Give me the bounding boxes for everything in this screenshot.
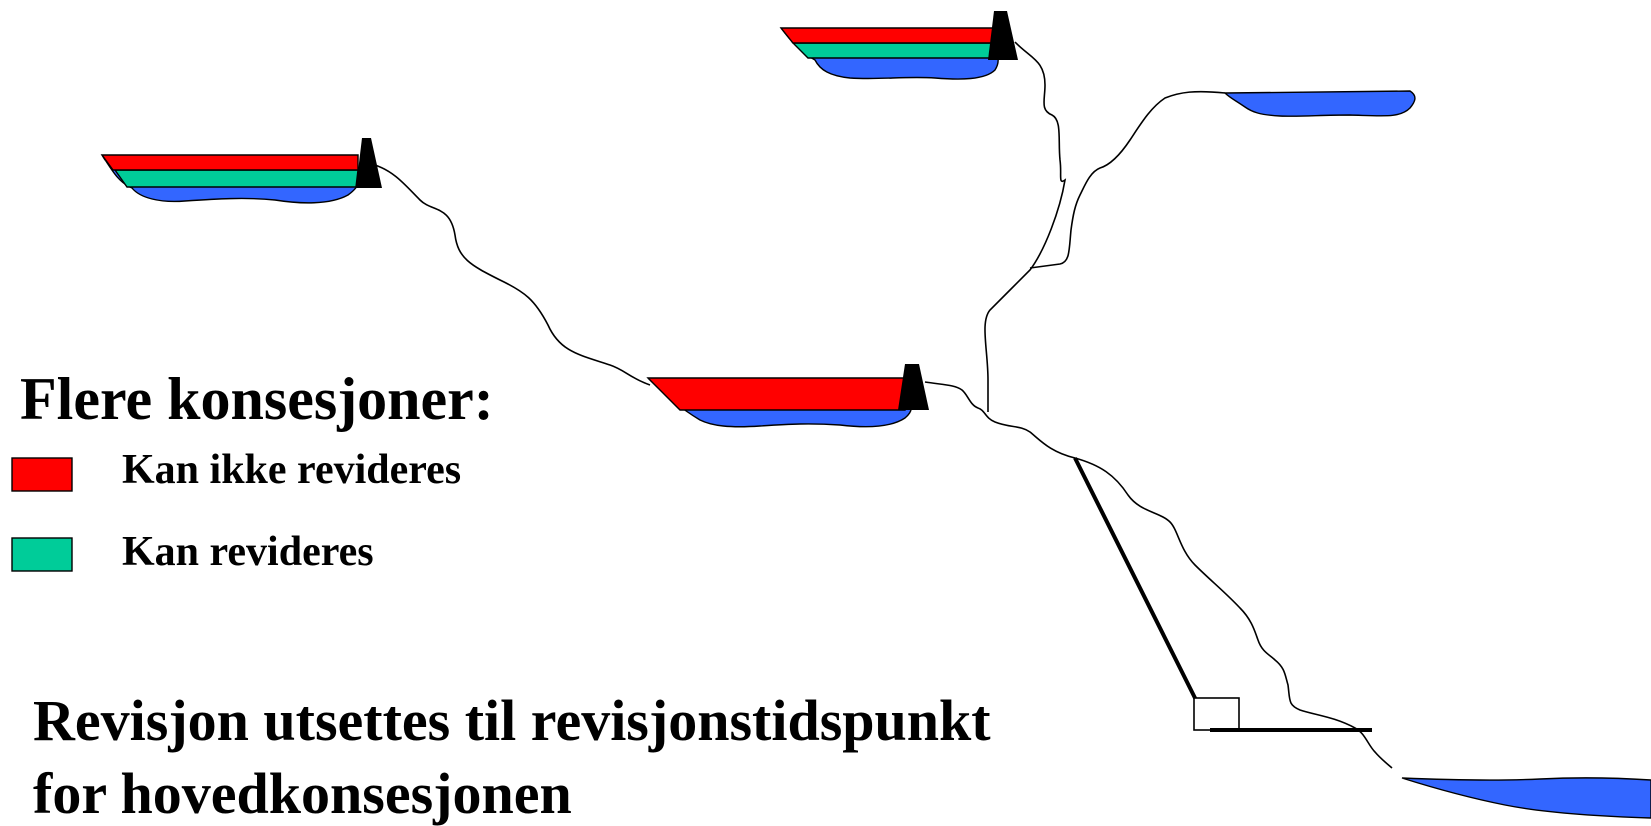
legend: Flere konsesjoner: Kan ikke revideres Ka… xyxy=(11,366,494,575)
dam xyxy=(988,11,1018,60)
legend-title: Flere konsesjoner: xyxy=(20,366,494,432)
water-body xyxy=(1223,90,1416,117)
river-top-to-main xyxy=(984,41,1067,412)
red-band xyxy=(100,154,359,171)
watercourse-lines xyxy=(374,41,1393,769)
revision-note: Revisjon utsettes til revisjonstidspunkt… xyxy=(33,688,991,826)
reservoir-bottom-right xyxy=(1401,777,1651,819)
note-line-1: Revisjon utsettes til revisjonstidspunkt xyxy=(33,688,991,753)
river-main xyxy=(924,381,1393,769)
legend-label-revisable: Kan revideres xyxy=(122,529,374,575)
power-station xyxy=(1073,457,1372,732)
legend-label-not-revisable: Kan ikke revideres xyxy=(122,447,461,493)
river-left-to-middle xyxy=(374,164,651,386)
penstock xyxy=(1073,457,1198,701)
water-body xyxy=(1401,777,1651,819)
river-right-tributary xyxy=(1029,90,1226,269)
reservoir-middle xyxy=(646,364,929,428)
reservoir-top-center xyxy=(779,11,1018,80)
legend-item-not-revisable: Kan ikke revideres xyxy=(11,447,461,493)
legend-item-revisable: Kan revideres xyxy=(11,529,374,575)
green-band xyxy=(791,42,998,59)
dam xyxy=(898,364,929,410)
dam xyxy=(356,138,382,188)
green-band xyxy=(113,169,359,188)
legend-swatch-green xyxy=(11,537,73,572)
reservoir-top-right xyxy=(1223,90,1416,117)
power-station-house xyxy=(1193,697,1240,731)
red-band xyxy=(646,377,906,411)
note-line-2: for hovedkonsesjonen xyxy=(33,761,572,826)
reservoir-upper-left xyxy=(100,138,382,204)
legend-swatch-red xyxy=(11,457,73,492)
red-band xyxy=(779,27,998,44)
